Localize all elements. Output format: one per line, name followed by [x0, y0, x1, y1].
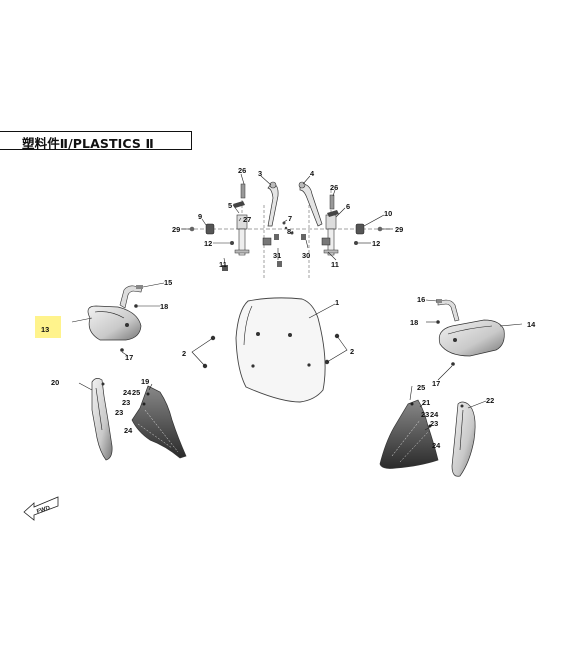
callout-22: 22	[486, 396, 494, 405]
callout-9: 9	[198, 212, 202, 221]
callout-23-b: 23	[115, 408, 123, 417]
callout-3: 3	[258, 169, 262, 178]
callout-18-right: 18	[410, 318, 418, 327]
windshield-part	[235, 297, 326, 403]
callout-24-d: 24	[432, 441, 441, 450]
callout-29-left: 29	[172, 225, 180, 234]
callout-7: 7	[288, 214, 292, 223]
left-hand-guard-13	[87, 305, 142, 341]
fwd-arrow-icon: FWD	[23, 496, 59, 521]
right-inner-cover-21	[379, 399, 439, 469]
leader-lines	[71, 173, 523, 431]
callout-14: 14	[527, 320, 536, 329]
left-guard-bracket-15	[119, 285, 143, 352]
callout-30: 30	[302, 251, 310, 260]
right-side-panel-22	[451, 401, 476, 477]
callout-23-a: 23	[122, 398, 130, 407]
right-guard-bracket-16	[436, 299, 460, 366]
callout-15: 15	[164, 278, 172, 287]
callout-26-right: 26	[330, 183, 338, 192]
callout-13: 13	[41, 325, 49, 334]
callout-2-right: 2	[350, 347, 354, 356]
callout-8: 8	[287, 227, 291, 236]
callout-11-left: 11	[219, 260, 227, 269]
callout-31: 31	[273, 251, 281, 260]
callout-25-right: 25	[417, 383, 425, 392]
callout-24-c: 24	[430, 410, 439, 419]
left-inner-cover-19	[131, 385, 187, 459]
right-hand-guard-14	[438, 319, 505, 357]
callout-17-right: 17	[432, 379, 440, 388]
fwd-label: FWD	[36, 505, 51, 515]
title-frame	[0, 131, 192, 150]
callout-2-left: 2	[182, 349, 186, 358]
callout-5: 5	[228, 201, 232, 210]
callout-24-b: 24	[124, 426, 133, 435]
callout-27: 27	[243, 215, 251, 224]
callout-12-right: 12	[372, 239, 380, 248]
callout-12-left: 12	[204, 239, 212, 248]
callout-19: 19	[141, 377, 149, 386]
upper-bracket-assembly	[182, 181, 392, 278]
highlight-box-13	[35, 316, 61, 338]
callout-29-right: 29	[395, 225, 403, 234]
callout-10: 10	[384, 209, 392, 218]
callout-26-left: 26	[238, 166, 246, 175]
callout-16: 16	[417, 295, 425, 304]
page-title: 塑料件Ⅱ/PLASTICS Ⅱ	[22, 136, 154, 151]
windshield-fasteners	[191, 333, 348, 369]
callout-21: 21	[422, 398, 430, 407]
callout-6: 6	[346, 202, 350, 211]
callout-18-left: 18	[160, 302, 168, 311]
callout-labels: 1 2 2 3 4 5 6 7 8 9 10 11 11 12 12 13 14…	[41, 166, 536, 450]
callout-20: 20	[51, 378, 59, 387]
callout-25-left: 25	[132, 388, 140, 397]
callout-23-c: 23	[421, 410, 429, 419]
callout-11-right: 11	[331, 260, 339, 269]
callout-4: 4	[310, 169, 315, 178]
left-side-panel-20	[91, 378, 113, 461]
callout-23-d: 23	[430, 419, 438, 428]
callout-1: 1	[335, 298, 339, 307]
callout-17-left: 17	[125, 353, 133, 362]
callout-24-a: 24	[123, 388, 132, 397]
